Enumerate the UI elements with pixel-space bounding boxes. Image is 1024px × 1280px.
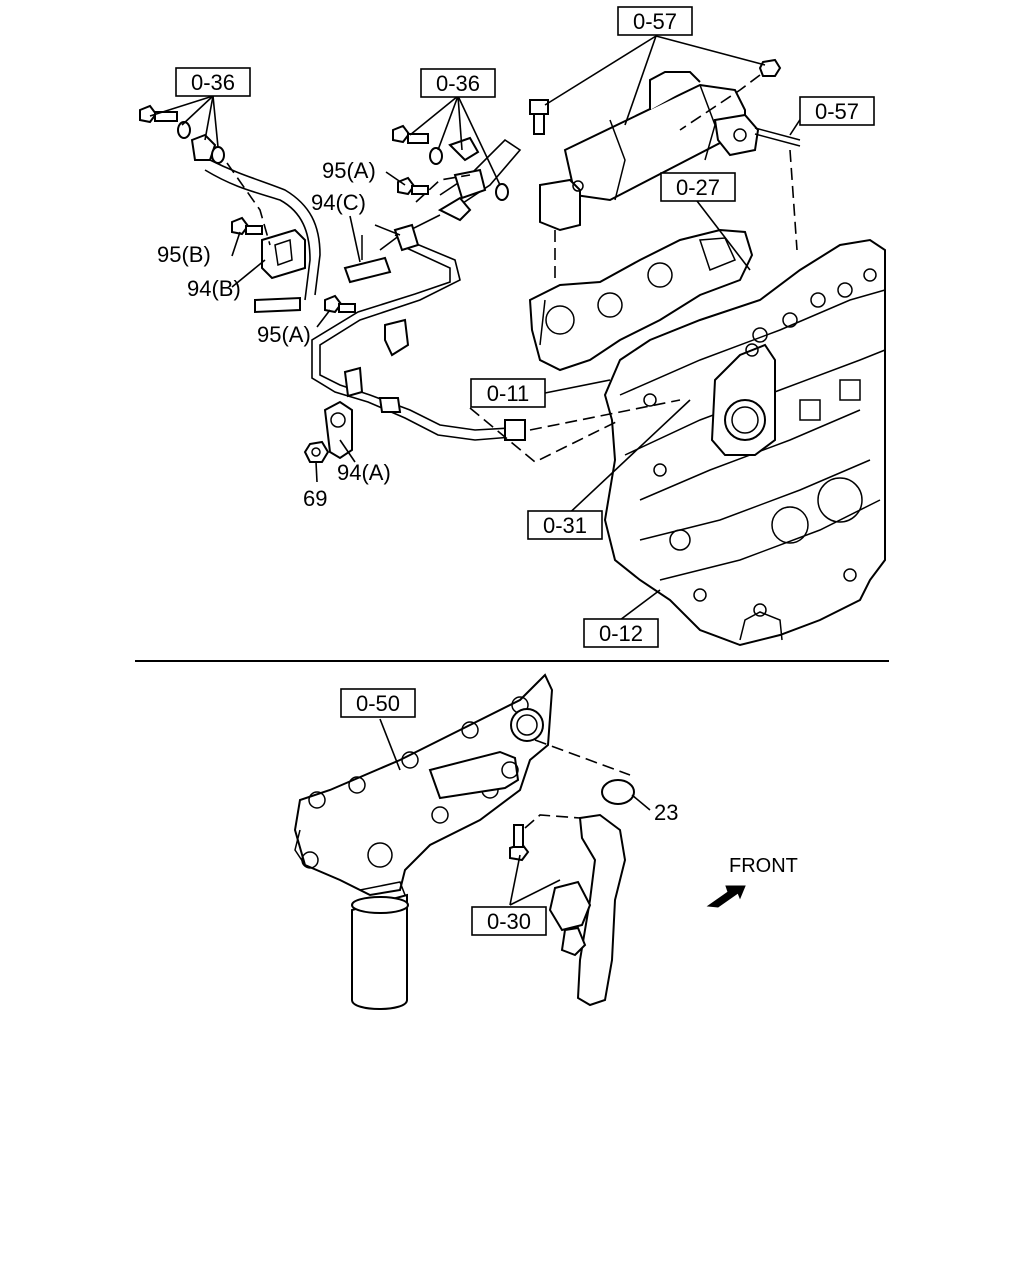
- oil-filter: [351, 881, 409, 1010]
- bolt-95b: [231, 216, 263, 236]
- clip-94c: [343, 235, 392, 284]
- front-label: FRONT: [729, 855, 798, 877]
- callout-0-30[interactable]: 0-30: [471, 906, 547, 936]
- part-label-94a[interactable]: 94(A): [337, 460, 391, 485]
- part-label-94b[interactable]: 94(B): [187, 276, 241, 301]
- callout-label: 0-57: [633, 9, 677, 34]
- bolt-95a-top: [397, 176, 429, 196]
- bolts-washers-left: [139, 104, 225, 164]
- part-label-69[interactable]: 69: [303, 486, 327, 511]
- callout-label: 0-12: [599, 621, 643, 646]
- callout-0-31[interactable]: 0-31: [527, 510, 603, 540]
- callout-label: 0-36: [436, 71, 480, 96]
- stud-icon: [754, 127, 801, 147]
- part-label-95a-top[interactable]: 95(A): [322, 158, 376, 183]
- callout-0-36-right[interactable]: 0-36: [420, 68, 496, 98]
- callout-label: 0-31: [543, 513, 587, 538]
- callout-0-57-top[interactable]: 0-57: [617, 6, 693, 36]
- part-label-95b[interactable]: 95(B): [157, 242, 211, 267]
- callout-0-11[interactable]: 0-11: [470, 378, 546, 408]
- callout-label: 0-36: [191, 70, 235, 95]
- bolt-95a-bottom: [324, 294, 356, 314]
- part-label-23[interactable]: 23: [654, 800, 678, 825]
- callout-0-36-left[interactable]: 0-36: [175, 67, 251, 97]
- leader-lines-top: [149, 35, 806, 621]
- bracket-94b: [261, 228, 306, 280]
- bolt-icon: [509, 824, 530, 862]
- thermostat-housing: [710, 343, 776, 456]
- callout-label: 0-30: [487, 909, 531, 934]
- callout-0-27[interactable]: 0-27: [660, 172, 736, 202]
- callout-label: 0-27: [676, 175, 720, 200]
- nut-69: [303, 440, 330, 463]
- egr-cooler: [539, 71, 760, 232]
- callout-label: 0-11: [487, 381, 529, 406]
- part-label-94c[interactable]: 94(C): [311, 190, 366, 215]
- callout-label: 0-57: [815, 99, 859, 124]
- front-arrow-icon: [706, 885, 746, 908]
- callout-0-12[interactable]: 0-12: [583, 618, 659, 648]
- oil-cooler-housing: [293, 673, 554, 897]
- water-pipe: [548, 813, 627, 1007]
- callout-0-50[interactable]: 0-50: [340, 688, 416, 718]
- leader-lines-bottom: [379, 718, 651, 906]
- bolts-washers-right: [392, 124, 509, 201]
- coolant-pipes: [204, 136, 526, 441]
- nut-icon: [758, 58, 782, 77]
- bolt-icon: [529, 99, 549, 135]
- callout-label: 0-50: [356, 691, 400, 716]
- callout-0-57-right[interactable]: 0-57: [799, 96, 875, 126]
- clamp-94a: [323, 400, 353, 460]
- part-label-95a-bottom[interactable]: 95(A): [257, 322, 311, 347]
- o-ring-23: [601, 779, 635, 805]
- exhaust-manifold: [528, 228, 754, 372]
